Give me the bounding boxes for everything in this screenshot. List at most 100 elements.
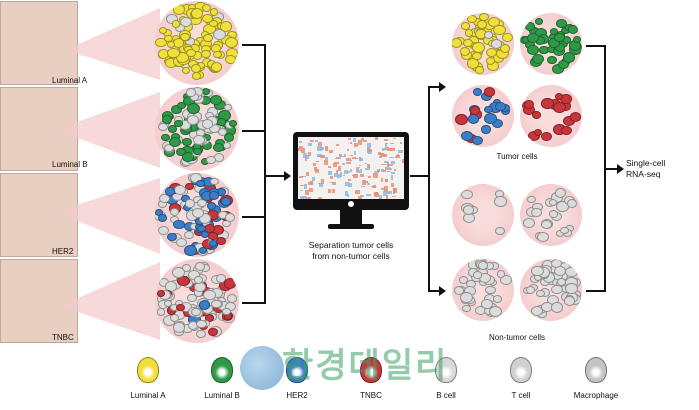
arrow-to-monitor xyxy=(264,175,286,177)
heatmap-cell xyxy=(315,140,318,143)
cell xyxy=(467,14,477,23)
cell xyxy=(500,274,513,286)
cell xyxy=(496,270,506,278)
cell xyxy=(471,135,483,145)
cell xyxy=(158,225,170,236)
cell xyxy=(221,196,232,206)
heatmap-cell xyxy=(401,159,404,164)
cell xyxy=(176,237,188,247)
heatmap-cell xyxy=(399,141,403,144)
cell xyxy=(185,88,196,97)
heatmap-cell xyxy=(308,151,311,156)
heatmap-cell xyxy=(357,196,362,199)
cell xyxy=(171,104,182,114)
heatmap-cell xyxy=(304,190,310,196)
cell xyxy=(191,307,202,317)
cell xyxy=(554,33,565,43)
cell xyxy=(209,8,219,16)
cell xyxy=(541,131,552,141)
connector xyxy=(586,45,606,47)
cell xyxy=(567,25,579,35)
heatmap-cell xyxy=(328,166,332,169)
cell xyxy=(156,289,165,297)
heatmap-cell xyxy=(343,153,346,158)
heatmap-cell xyxy=(324,157,328,161)
cell xyxy=(201,3,212,12)
cell xyxy=(171,267,185,279)
cell xyxy=(184,231,194,240)
cell xyxy=(208,231,218,240)
sorted-luminal-a xyxy=(452,13,514,75)
cell xyxy=(554,93,564,101)
cell xyxy=(481,298,493,309)
heatmap-cell xyxy=(383,185,388,191)
cell xyxy=(563,295,576,306)
sorted-macrophages xyxy=(452,259,514,321)
cell xyxy=(483,105,493,113)
legend-icon-luminal-b xyxy=(211,357,233,383)
connector xyxy=(242,216,266,218)
cell xyxy=(524,100,535,110)
heatmap-cell xyxy=(382,153,387,156)
label-tnbc: TNBC xyxy=(52,333,74,342)
heatmap-cell xyxy=(346,157,351,162)
heatmap-cell xyxy=(377,169,381,172)
heatmap-cell xyxy=(317,155,321,157)
heatmap-cell xyxy=(345,182,349,186)
cell xyxy=(164,187,175,196)
heatmap-cell xyxy=(355,166,360,168)
monitor-button xyxy=(348,201,354,207)
cell xyxy=(537,231,550,243)
cell xyxy=(526,44,539,56)
tumor-circle-luminal-a xyxy=(155,1,239,85)
cell xyxy=(155,37,167,48)
heatmap-cell xyxy=(344,191,348,197)
tumor-circle-tnbc xyxy=(155,259,239,343)
cell xyxy=(459,46,470,56)
cell xyxy=(490,39,503,49)
heatmap-cell xyxy=(302,195,308,199)
cell xyxy=(167,41,176,48)
cell xyxy=(168,136,182,148)
cell xyxy=(561,125,573,136)
heatmap-cell xyxy=(392,196,396,198)
heatmap-cell xyxy=(299,176,303,179)
cell xyxy=(489,306,503,318)
heatmap-cell xyxy=(352,157,356,159)
sorted-b-cells xyxy=(452,184,514,246)
heatmap-cell xyxy=(318,196,323,199)
arrow-head-icon xyxy=(439,82,446,92)
cell xyxy=(531,110,541,119)
center-caption-2: from non-tumor cells xyxy=(312,251,390,261)
watermark-globe-icon xyxy=(240,346,284,390)
heatmap-cell xyxy=(339,154,342,158)
cell xyxy=(181,66,191,74)
cell xyxy=(218,128,228,137)
cell xyxy=(461,22,470,30)
heatmap-cell xyxy=(387,168,393,170)
heatmap-cell xyxy=(358,164,361,167)
heatmap-cell xyxy=(369,149,373,153)
cell xyxy=(191,207,205,218)
cone-her2 xyxy=(55,178,160,254)
cell xyxy=(224,54,236,64)
cell xyxy=(217,118,226,126)
cell xyxy=(222,142,232,150)
heatmap-cell xyxy=(358,140,362,145)
cell xyxy=(186,114,199,126)
heatmap-cell xyxy=(299,145,304,148)
cell xyxy=(169,313,180,323)
heatmap-cell xyxy=(315,168,320,173)
heatmap-cell xyxy=(360,195,365,197)
heatmap-cell xyxy=(331,181,336,185)
legend-label: B cell xyxy=(436,391,456,400)
legend-label: Luminal A xyxy=(130,391,166,400)
cell xyxy=(485,57,495,65)
heatmap-cell xyxy=(378,153,384,156)
cell xyxy=(202,14,213,24)
cell xyxy=(197,224,206,233)
heatmap-cell xyxy=(348,183,352,187)
cell xyxy=(174,119,184,128)
connector xyxy=(242,44,266,46)
heatmap-cell xyxy=(359,168,363,174)
